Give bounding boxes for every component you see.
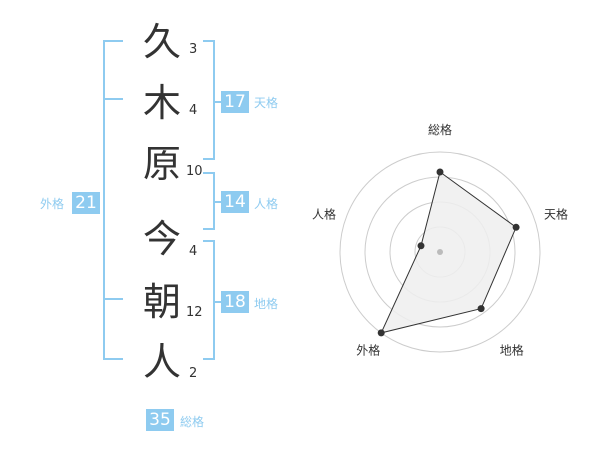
radar-axis-label-2: 天格 <box>544 206 568 221</box>
radar-point-2 <box>512 223 520 231</box>
jinkaku-bracket-bottom <box>203 228 215 230</box>
jinkaku-connector <box>213 201 221 203</box>
name-char-3: 原 <box>142 142 181 186</box>
chikaku-connector <box>213 301 221 303</box>
stroke-count-3: 10 <box>186 164 203 179</box>
stroke-count-4: 4 <box>189 244 198 259</box>
gaikaku-bracket-vertical <box>103 40 105 360</box>
tenkaku-value-badge: 17 <box>221 91 249 113</box>
name-char-2: 木 <box>142 81 181 125</box>
gaikaku-bracket-lower-tick <box>103 298 123 300</box>
jinkaku-bracket-top <box>203 172 215 174</box>
soukaku-value-badge: 35 <box>146 409 174 431</box>
name-char-6: 人 <box>142 340 181 384</box>
name-char-5: 朝 <box>142 280 181 324</box>
radar-grid-ring-4 <box>339 151 541 353</box>
name-char-4: 今 <box>142 217 181 261</box>
chikaku-value-badge: 18 <box>221 291 249 313</box>
radar-axis-label-1: 総格 <box>428 122 452 137</box>
radar-point-1 <box>436 168 444 176</box>
radar-axis-label-5: 人格 <box>312 206 336 221</box>
radar-center-dot <box>437 249 443 255</box>
radar-point-3 <box>477 305 485 313</box>
radar-point-4 <box>377 329 385 337</box>
chikaku-bracket-vertical <box>213 240 215 360</box>
radar-data-polygon <box>380 171 517 334</box>
stroke-count-6: 2 <box>189 366 198 381</box>
gaikaku-bracket-top <box>103 40 123 42</box>
tenkaku-bracket-top <box>203 40 215 42</box>
gaikaku-label: 外格 <box>40 197 65 211</box>
tenkaku-bracket-bottom <box>203 158 215 160</box>
gaikaku-bracket-bottom <box>103 358 123 360</box>
name-char-1: 久 <box>142 20 181 64</box>
tenkaku-bracket-vertical <box>213 40 215 160</box>
chikaku-bracket-top <box>203 240 215 242</box>
radar-point-5 <box>417 242 425 250</box>
gaikaku-value-badge: 21 <box>72 192 100 214</box>
radar-axis-label-4: 外格 <box>356 343 380 358</box>
stroke-count-2: 4 <box>189 103 198 118</box>
gaikaku-bracket-upper-tick <box>103 98 123 100</box>
soukaku-label: 総格 <box>180 415 205 429</box>
tenkaku-connector <box>213 101 221 103</box>
chikaku-bracket-bottom <box>203 358 215 360</box>
jinkaku-label: 人格 <box>254 197 279 211</box>
radar-axis-label-3: 地格 <box>500 343 524 358</box>
jinkaku-value-badge: 14 <box>221 191 249 213</box>
tenkaku-label: 天格 <box>254 96 279 110</box>
name-breakdown-panel: 久 木 原 今 朝 人 3 4 10 4 12 2 外格 21 17 天格 14… <box>40 20 279 431</box>
stroke-count-1: 3 <box>189 42 198 57</box>
stroke-count-5: 12 <box>186 305 203 320</box>
chikaku-label: 地格 <box>254 297 279 311</box>
